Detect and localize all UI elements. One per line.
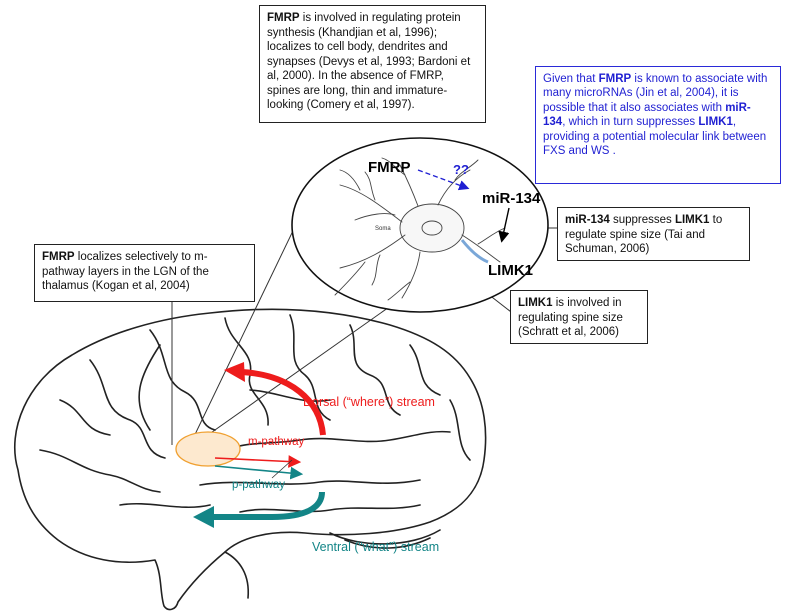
brain-illustration: [14, 308, 487, 611]
hypothesis-box: Given that FMRP is known to associate wi…: [535, 66, 781, 184]
dorsal-stream-arrowhead: [224, 362, 245, 382]
neuron-label-soma: Soma: [375, 226, 391, 232]
dorsal-stream-label: Dorsal (“where”) stream: [303, 395, 435, 409]
lgn-region-highlight: [175, 431, 241, 467]
limk1-box: LIMK1 is involved in regulating spine si…: [510, 290, 648, 344]
hypothesis-mir134-term: miR-134: [543, 101, 751, 129]
zoom-line-upper: [187, 209, 304, 450]
mir134-to-limk1-arrow: [498, 207, 510, 243]
neuron-label-question: ??: [453, 162, 469, 177]
mir134-box: miR-134 suppresses LIMK1 to regulate spi…: [557, 207, 750, 261]
p-pathway-leader: [271, 459, 293, 479]
mir134-box-mid: suppresses: [609, 214, 675, 226]
neuron-label-mir134: miR-134: [482, 190, 541, 207]
fmrp-term: FMRP: [267, 12, 300, 24]
fmrp-lgn-term: FMRP: [42, 251, 75, 263]
hypothesis-tail: , providing a potential molecular link b…: [543, 116, 767, 158]
neuron-label-limk1: LIMK1: [488, 262, 533, 279]
mir134-box-term: miR-134: [565, 214, 610, 226]
fmrp-protein-text: is involved in regulating protein synthe…: [267, 12, 471, 111]
fmrp-to-mir134-arrow: [417, 169, 470, 191]
ventral-stream-label: Ventral (“what”) stream: [312, 540, 439, 554]
p-pathway-label: p-pathway: [232, 479, 285, 491]
m-pathway-label: m-pathway: [248, 436, 304, 448]
mir134-box-tail: to regulate spine size (Tai and Schuman,…: [565, 214, 723, 255]
ventral-stream-arrow: [212, 491, 325, 520]
p-pathway-arrow: [214, 465, 304, 480]
hypothesis-mid1: is known to associate with many microRNA…: [543, 73, 768, 114]
zoom-line-lower: [187, 304, 393, 450]
mir134-box-limk1-term: LIMK1: [674, 214, 710, 226]
fmrp-lgn-text: localizes selectively to m-pathway layer…: [42, 251, 209, 292]
fmrp-lgn-box: FMRP localizes selectively to m-pathway …: [34, 244, 255, 302]
ventral-stream-arrowhead: [193, 506, 214, 528]
hypothesis-fmrp-term: FMRP: [598, 73, 632, 85]
hypothesis-lead: Given that: [543, 73, 599, 85]
neuron-illustration: [334, 157, 506, 301]
hypothesis-limk1-term: LIMK1: [698, 116, 733, 129]
fmrp-protein-synthesis-box: FMRP is involved in regulating protein s…: [259, 5, 486, 123]
limk1-box-text: is involved in regulating spine size (Sc…: [518, 297, 623, 338]
neuron-label-fmrp: FMRP: [368, 159, 411, 176]
m-pathway-arrow: [214, 455, 302, 468]
limk1-box-term: LIMK1: [518, 297, 553, 309]
dorsal-stream-arrow: [241, 369, 326, 436]
hypothesis-mid2: , which in turn suppresses: [562, 116, 699, 129]
axon: [460, 239, 489, 264]
